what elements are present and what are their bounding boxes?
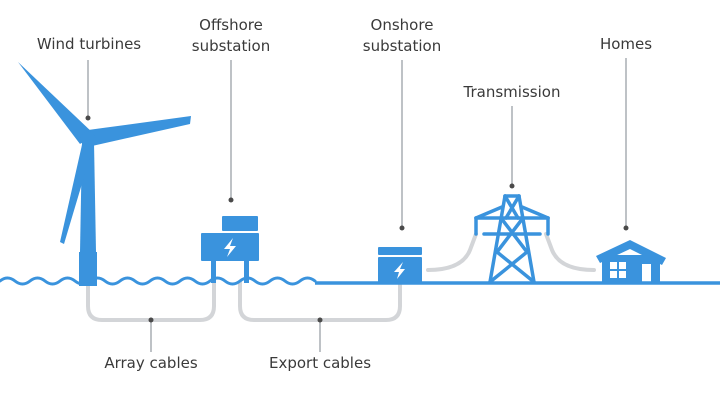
onshore-substation-icon — [378, 247, 422, 283]
sea-waves — [0, 276, 317, 286]
onshore-text-line2: substation — [362, 37, 442, 55]
leader-onshore-substation — [399, 60, 405, 231]
transmission-tower-icon — [474, 194, 550, 284]
array-cable — [86, 280, 216, 322]
wind-turbines-text: Wind turbines — [36, 35, 142, 53]
homes-text: Homes — [599, 35, 653, 53]
leader-export-cables — [317, 317, 323, 352]
offshore-substation-icon — [201, 216, 259, 283]
label-array-cables: Array cables — [81, 353, 221, 374]
leader-array-cables — [148, 317, 154, 352]
label-transmission: Transmission — [442, 82, 582, 103]
transmission-text: Transmission — [463, 83, 561, 101]
array-cables-text: Array cables — [104, 354, 198, 372]
wind-turbine-icon — [18, 62, 191, 286]
leader-transmission — [509, 106, 515, 189]
label-export-cables: Export cables — [245, 353, 395, 374]
house-icon — [596, 240, 666, 283]
export-cable — [238, 280, 402, 322]
export-cables-text: Export cables — [268, 354, 372, 372]
leader-wind-turbines — [85, 60, 91, 121]
label-onshore-substation: Onshore substation — [342, 15, 462, 57]
label-homes: Homes — [576, 34, 676, 55]
lightning-bolt-icon — [394, 262, 405, 279]
label-offshore-substation: Offshore substation — [171, 15, 291, 57]
offshore-text-line2: substation — [191, 37, 271, 55]
lightning-bolt-icon — [224, 238, 236, 257]
leader-homes — [623, 58, 629, 231]
offshore-text-line1: Offshore — [199, 16, 263, 34]
tower-to-home-cable — [544, 232, 596, 272]
label-wind-turbines: Wind turbines — [14, 34, 164, 55]
leader-offshore-substation — [228, 60, 234, 203]
onshore-to-tower-cable — [426, 232, 478, 272]
onshore-text-line1: Onshore — [370, 16, 434, 34]
